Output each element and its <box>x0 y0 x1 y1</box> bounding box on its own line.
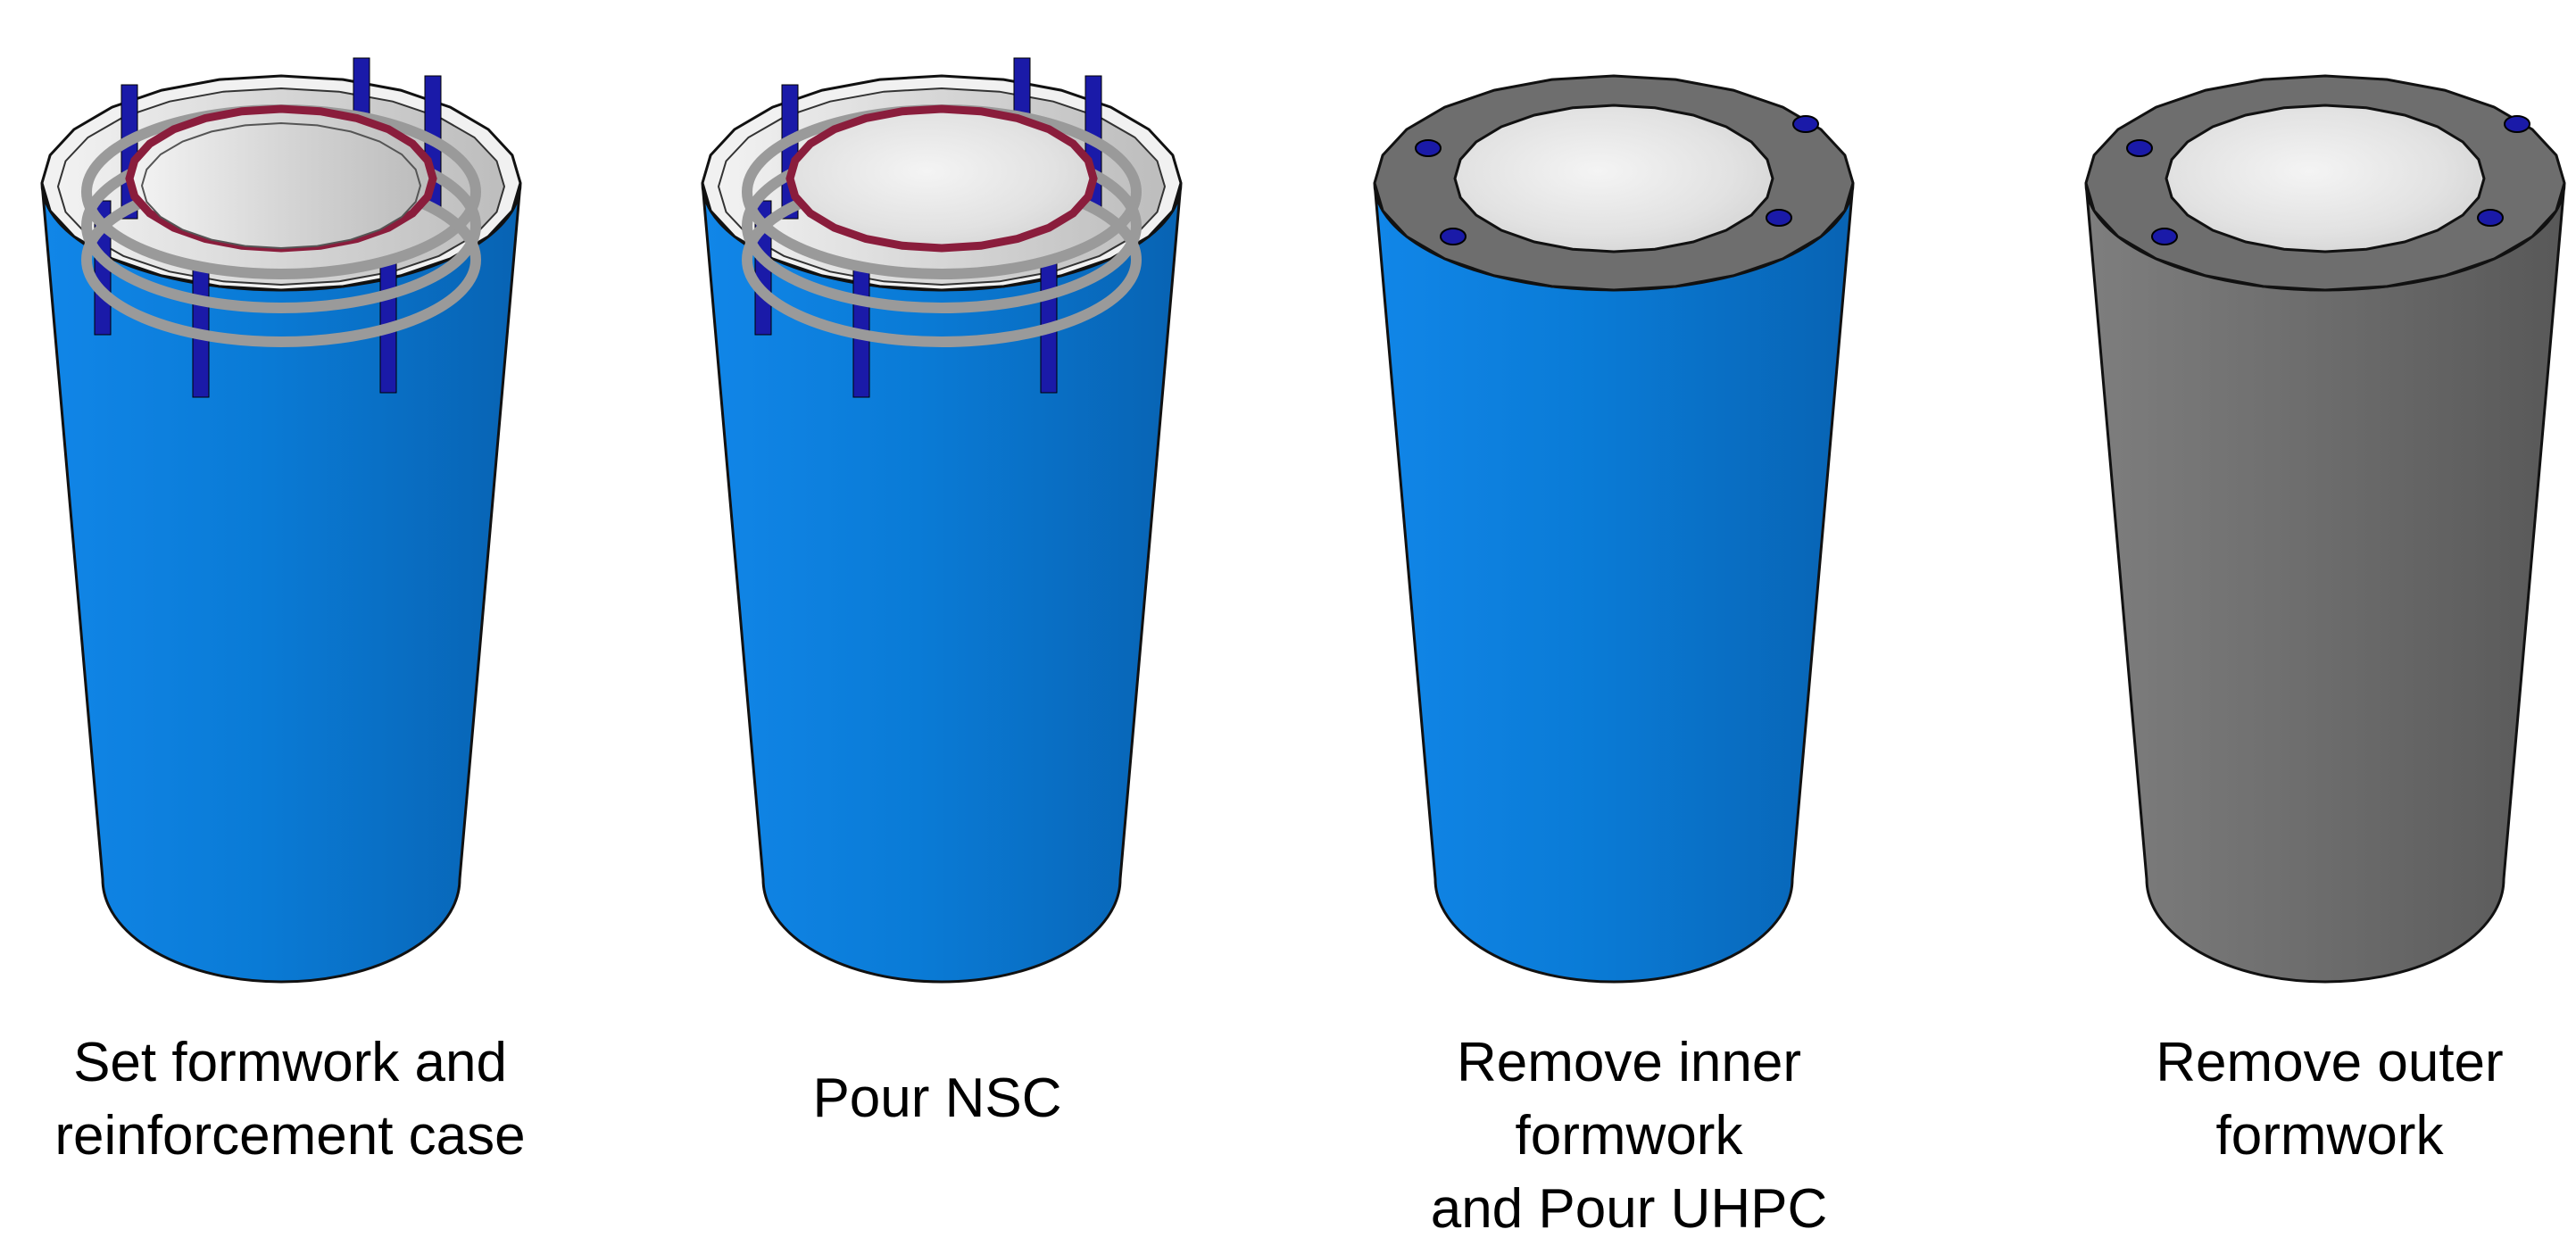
column-formwork-and-cage <box>40 57 522 984</box>
inner-formwork-hollow <box>140 121 422 250</box>
caption-step-4-line-2: formwork <box>2215 1105 2444 1167</box>
caption-step-1: Set formwork and reinforcement case <box>4 1026 576 1173</box>
construction-sequence-diagram <box>40 57 2566 984</box>
column-nsc-poured <box>701 57 1183 984</box>
nsc-core-top <box>2165 104 2486 253</box>
caption-step-4-line-1: Remove outer <box>2156 1032 2504 1093</box>
caption-step-3: Remove inner formwork and Pour UHPC <box>1343 1026 1915 1246</box>
caption-step-3-line-1: Remove inner formwork <box>1457 1032 1801 1167</box>
caption-step-3-line-2: and Pour UHPC <box>1430 1178 1828 1240</box>
rebar-end <box>1440 228 1467 245</box>
caption-step-1-line-2: reinforcement case <box>54 1105 526 1167</box>
column-uhpc-poured <box>1373 74 1855 984</box>
caption-step-1-line-1: Set formwork and <box>73 1032 507 1093</box>
rebar-end <box>1415 139 1442 157</box>
caption-step-2-line-1: Pour NSC <box>812 1067 1062 1129</box>
rebar-end <box>2504 115 2530 133</box>
column-outer-formwork-removed <box>2084 74 2566 984</box>
caption-step-4: Remove outer formwork <box>2044 1026 2576 1173</box>
outer-formwork-body <box>1373 182 1855 984</box>
nsc-core-top <box>1453 104 1774 253</box>
rebar-end <box>2126 139 2153 157</box>
rebar-end <box>2151 228 2178 245</box>
rebar-end <box>1792 115 1819 133</box>
rebar-end <box>1766 209 1792 227</box>
uhpc-column-body <box>2084 182 2566 984</box>
caption-step-2: Pour NSC <box>652 1062 1223 1135</box>
rebar-end <box>2477 209 2504 227</box>
nsc-core-top <box>785 104 1098 253</box>
